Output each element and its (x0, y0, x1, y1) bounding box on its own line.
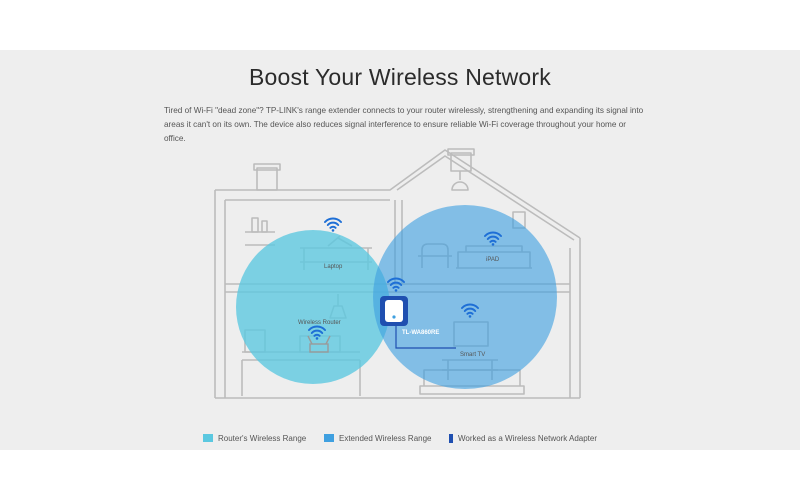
legend-extended-range-label: Extended Wireless Range (339, 433, 432, 443)
legend-router-range-label: Router's Wireless Range (218, 433, 307, 443)
page-title: Boost Your Wireless Network (249, 64, 551, 90)
legend-adapter-label: Worked as a Wireless Network Adapter (458, 433, 598, 443)
laptop-wifi-icon (324, 217, 342, 233)
legend-router-range: Router's Wireless Range (203, 432, 306, 444)
page-description: Tired of Wi-Fi "dead zone"? TP-LINK's ra… (164, 106, 644, 143)
router-range-circle (236, 230, 390, 384)
wireless-router-label: Wireless Router (298, 320, 341, 326)
extended-range-swatch (324, 434, 334, 442)
extender-label: TL-WA860RE (402, 330, 439, 336)
smart-tv-label: Smart TV (460, 352, 485, 358)
ipad-label: iPAD (486, 257, 500, 263)
ethernet-cable (395, 326, 456, 349)
legend-extended-range: Extended Wireless Range (324, 432, 432, 444)
router-range-swatch (203, 434, 213, 442)
legend-adapter: Worked as a Wireless Network Adapter (449, 432, 597, 444)
laptop-label: Laptop (324, 264, 343, 270)
adapter-swatch (449, 433, 453, 443)
extender-device (385, 300, 403, 322)
extended-range-circle (373, 205, 557, 389)
router-device (307, 335, 331, 353)
